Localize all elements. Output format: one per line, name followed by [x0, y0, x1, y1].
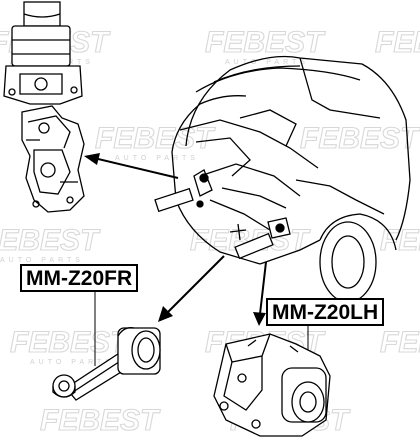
pointer-arrow-left — [253, 261, 267, 326]
torque-rod-mount-illustration — [52, 327, 161, 401]
pointer-arrow-bracket — [84, 153, 179, 179]
watermark-brand: FEBEST — [375, 26, 420, 59]
vehicle-front-illustration — [154, 55, 411, 303]
watermark-brand: FEBEST — [205, 26, 326, 59]
watermark-brand: FEBEST — [380, 326, 420, 359]
watermark-brand: FEBEST — [0, 224, 101, 257]
pointer-arrow-front-right — [158, 255, 225, 322]
watermark-brand: FEBEST — [95, 122, 216, 155]
watermark-brand: FEBEST — [40, 404, 161, 437]
left-engine-mount-illustration — [213, 333, 331, 437]
watermark-tagline: AUTO PARTS — [115, 155, 199, 162]
watermark-tagline: AUTO PARTS — [30, 359, 114, 366]
part-number-label-front-right: MM-Z20FR — [20, 264, 139, 292]
left-bracket-illustration — [21, 105, 85, 213]
watermark-brand: FEBEST — [300, 122, 420, 155]
watermark-tagline: AUTO PARTS — [225, 59, 309, 66]
upper-engine-mount-illustration — [3, 1, 83, 105]
part-number-label-left: MM-Z20LH — [266, 298, 385, 326]
watermark-tagline: AUTO PARTS — [0, 257, 84, 264]
watermark-brand: FEBEST — [10, 326, 131, 359]
